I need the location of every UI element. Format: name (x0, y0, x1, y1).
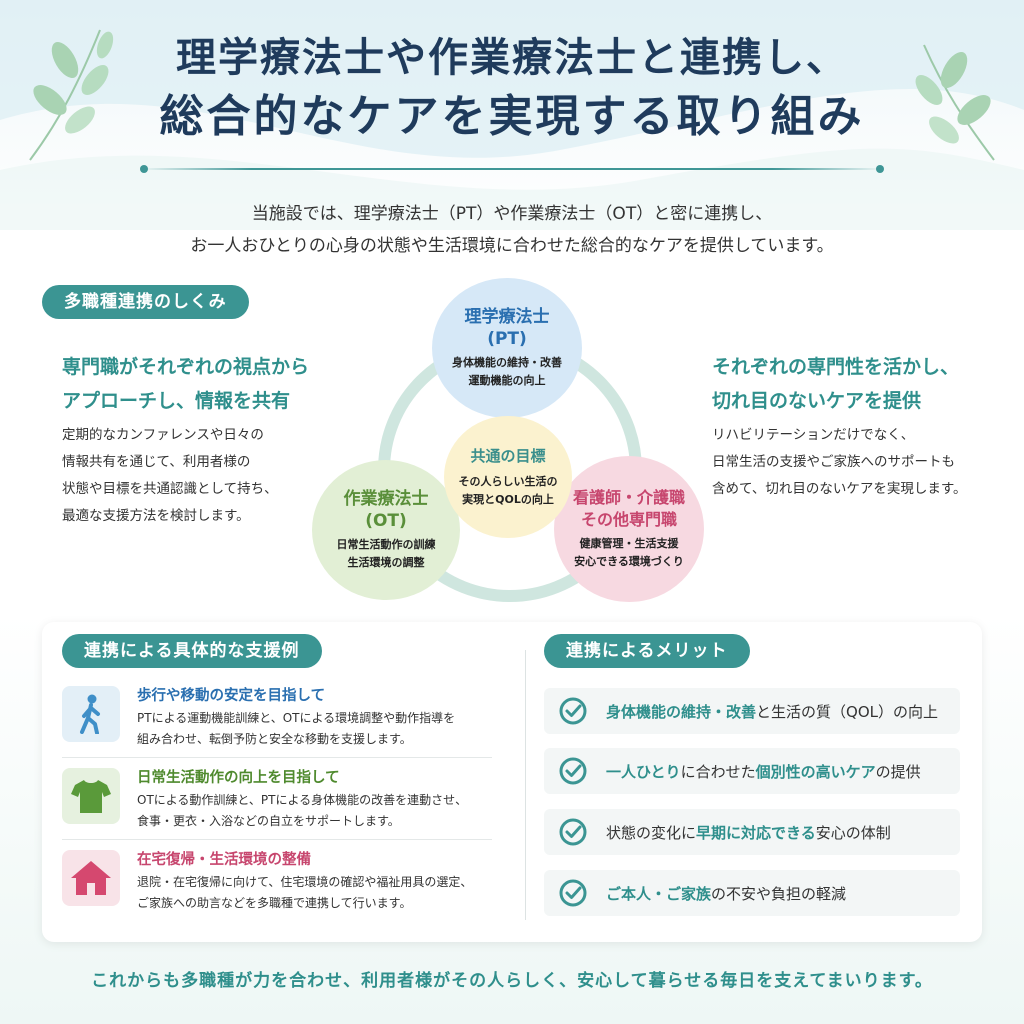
example-text: OTによる動作訓練と、PTによる身体機能の改善を連動させ、 食事・更衣・入浴など… (137, 790, 497, 832)
house-icon (62, 850, 120, 906)
left-leaf-decoration (29, 29, 114, 161)
right-leaf-decoration (915, 44, 995, 161)
example-separator (62, 757, 492, 758)
center-sub1: その人らしい生活の (458, 475, 558, 488)
example-title: 在宅復帰・生活環境の整備 (137, 852, 311, 868)
merit-text: 身体機能の維持・改善と生活の質（QOL）の向上 (606, 701, 938, 722)
nurse-sub1: 健康管理・生活支援 (579, 537, 679, 550)
merit-highlight: 身体機能の維持・改善 (606, 702, 757, 721)
merit-highlight: 一人ひとり (606, 762, 681, 781)
example-title: 歩行や移動の安定を目指して (137, 688, 326, 704)
check-circle-icon (559, 818, 587, 846)
check-circle-icon (559, 757, 587, 785)
ot-circle: 作業療法士 (OT) 日常生活動作の訓練 生活環境の調整 (312, 460, 460, 600)
right-heading-line2: 切れ目のないケアを提供 (712, 390, 922, 412)
right-description-line: 日常生活の支援やご家族へのサポートも (712, 454, 955, 470)
merit-rest: の提供 (875, 762, 921, 781)
example-text-line: PTによる運動機能訓練と、OTによる環境調整や動作指導を (137, 711, 456, 725)
merit-item: ご本人・ご家族の不安や負担の軽減 (544, 870, 960, 916)
right-heading-line1: それぞれの専門性を活かし、 (712, 356, 960, 378)
pt-sub2: 運動機能の向上 (468, 374, 546, 387)
right-description-line: 含めて、切れ目のないケアを実現します。 (712, 481, 967, 497)
nurse-title: 看護師・介護職 (572, 488, 685, 507)
example-text: PTによる運動機能訓練と、OTによる環境調整や動作指導を 組み合わせ、転倒予防と… (137, 708, 497, 750)
ot-title: 作業療法士 (343, 489, 429, 509)
right-description-line: リハビリテーションだけでなく、 (712, 427, 915, 443)
nurse-circle: 看護師・介護職 その他専門職 健康管理・生活支援 安心できる環境づくり (554, 456, 704, 602)
example-title: 日常生活動作の向上を目指して (137, 770, 340, 786)
left-description-line: 状態や目標を共通認識として持ち、 (62, 481, 278, 497)
merit-item: 身体機能の維持・改善と生活の質（QOL）の向上 (544, 688, 960, 734)
merit-text: 一人ひとりに合わせた個別性の高いケアの提供 (606, 761, 921, 782)
example-text-line: 食事・更衣・入浴などの自立をサポートします。 (137, 814, 400, 828)
merit-item: 一人ひとりに合わせた個別性の高いケアの提供 (544, 748, 960, 794)
merit-highlight: 個別性の高いケア (755, 762, 876, 781)
left-description: 定期的なカンファレンスや日々の 情報共有を通じて、利用者様の 状態や目標を共通認… (62, 422, 278, 530)
merit-text: ご本人・ご家族の不安や負担の軽減 (606, 883, 846, 904)
merit-rest: 状態の変化に (606, 823, 697, 842)
nurse-sub2: 安心できる環境づくり (574, 555, 684, 568)
example-text: 退院・在宅復帰に向けて、住宅環境の確認や福祉用具の選定、 ご家族への助言などを多… (137, 872, 497, 914)
check-circle-icon (559, 697, 587, 725)
check-circle-icon (559, 879, 587, 907)
collaboration-diagram: 理学療法士 (PT) 身体機能の維持・改善 運動機能の向上 作業療法士 (OT)… (300, 270, 720, 610)
pt-abbr: (PT) (487, 329, 527, 349)
nurse-title2: その他専門職 (580, 510, 677, 529)
left-description-line: 最適な支援方法を検討します。 (62, 508, 250, 524)
intro-text: 当施設では、理学療法士（PT）や作業療法士（OT）と密に連携し、 お一人おひとり… (0, 198, 1024, 262)
ot-sub1: 日常生活動作の訓練 (336, 538, 436, 551)
merit-rest: に合わせた (680, 762, 756, 781)
left-description-line: 情報共有を通じて、利用者様の (62, 454, 251, 470)
merit-text: 状態の変化に早期に対応できる安心の体制 (606, 822, 891, 843)
merit-rest: の不安や負担の軽減 (711, 884, 847, 903)
example-text-line: OTによる動作訓練と、PTによる身体機能の改善を連動させ、 (137, 793, 468, 807)
intro-line2: お一人おひとりの心身の状態や生活環境に合わせた総合的なケアを提供しています。 (190, 236, 834, 256)
left-description-line: 定期的なカンファレンスや日々の (62, 427, 264, 443)
right-description: リハビリテーションだけでなく、 日常生活の支援やご家族へのサポートも 含めて、切… (712, 422, 966, 503)
walking-person-icon (62, 686, 120, 742)
merits-section-label: 連携によるメリット (544, 634, 750, 668)
intro-line1: 当施設では、理学療法士（PT）や作業療法士（OT）と密に連携し、 (251, 204, 773, 224)
merit-rest: 安心の体制 (815, 823, 891, 842)
page-title-line2: 総合的なケアを実現する取り組み (159, 91, 865, 142)
pt-sub1: 身体機能の維持・改善 (452, 356, 562, 369)
merit-item: 状態の変化に早期に対応できる安心の体制 (544, 809, 960, 855)
center-title: 共通の目標 (470, 447, 546, 465)
merit-rest: と生活の質（QOL）の向上 (756, 702, 938, 721)
ot-sub2: 生活環境の調整 (347, 556, 425, 569)
center-sub2: 実現とQOLの向上 (462, 493, 554, 506)
example-text-line: 退院・在宅復帰に向けて、住宅環境の確認や福祉用具の選定、 (137, 875, 473, 889)
page-title-line1: 理学療法士や作業療法士と連携し、 (176, 34, 848, 81)
pt-circle: 理学療法士 (PT) 身体機能の維持・改善 運動機能の向上 (432, 278, 582, 418)
title-divider (140, 165, 884, 173)
right-heading: それぞれの専門性を活かし、 切れ目のないケアを提供 (712, 350, 959, 418)
example-separator (62, 839, 492, 840)
shirt-icon (62, 768, 120, 824)
page-title: 理学療法士や作業療法士と連携し、 総合的なケアを実現する取り組み (0, 30, 1024, 148)
pt-title: 理学療法士 (464, 307, 550, 327)
example-text-line: ご家族への助言などを多職種で連携して行います。 (137, 896, 412, 910)
merit-highlight: 早期に対応できる (696, 823, 816, 842)
left-heading-line2: アプローチし、情報を共有 (62, 390, 291, 412)
ot-abbr: (OT) (365, 511, 407, 531)
examples-section-label: 連携による具体的な支援例 (62, 634, 322, 668)
center-goal-circle: 共通の目標 その人らしい生活の 実現とQOLの向上 (444, 416, 572, 538)
closing-message: これからも多職種が力を合わせ、利用者様がその人らしく、安心して暮らせる毎日を支え… (91, 971, 933, 991)
left-heading: 専門職がそれぞれの視点から アプローチし、情報を共有 (62, 350, 309, 418)
mechanism-section-label: 多職種連携のしくみ (42, 285, 249, 319)
card-divider (525, 650, 526, 920)
left-heading-line1: 専門職がそれぞれの視点から (62, 356, 310, 378)
merit-highlight: ご本人・ご家族 (606, 884, 712, 903)
example-text-line: 組み合わせ、転倒予防と安全な移動を支援します。 (137, 732, 412, 746)
